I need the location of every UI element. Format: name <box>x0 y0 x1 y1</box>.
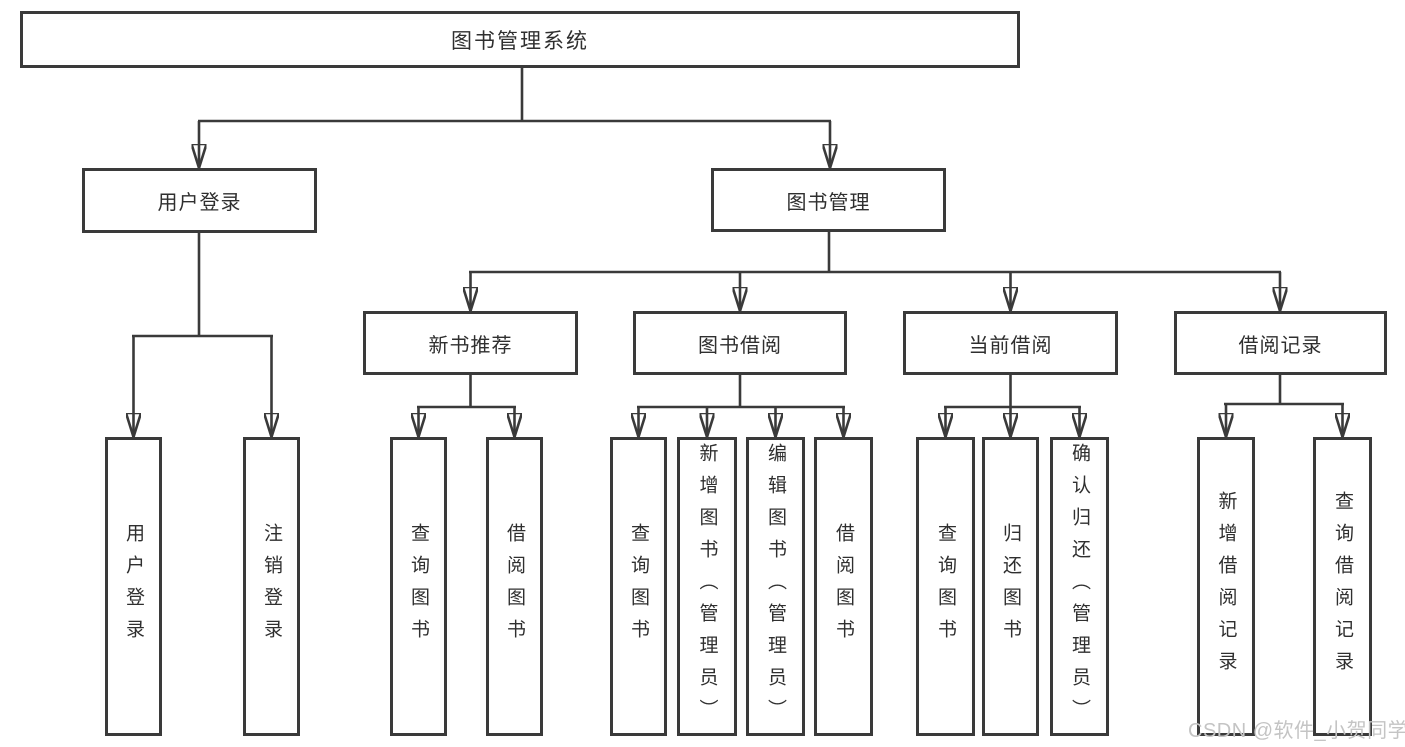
csdn-watermark: CSDN @软件_小贺同学 <box>1188 720 1405 742</box>
leaf-return-books: 归还图书 <box>982 437 1039 736</box>
node-label: 查询图书 <box>935 522 956 651</box>
node-label: 图书管理系统 <box>451 29 589 53</box>
node-label: 编辑图书（管理员） <box>765 442 786 731</box>
node-library-management-system: 图书管理系统 <box>20 11 1020 68</box>
node-label: 查询图书 <box>628 522 649 651</box>
connector-book-borrow-children <box>637 375 845 437</box>
node-book-borrowing: 图书借阅 <box>633 311 847 375</box>
leaf-borrow-books-1: 借阅图书 <box>486 437 543 736</box>
node-label: 当前借阅 <box>968 334 1053 357</box>
leaf-confirm-return-admin: 确认归还（管理员） <box>1050 437 1109 736</box>
connector-root-to-level2 <box>198 68 831 168</box>
connector-new-book-children <box>417 375 516 437</box>
node-label: 借阅图书 <box>504 522 525 651</box>
node-label: 借阅图书 <box>833 522 854 651</box>
node-label: 用户登录 <box>157 192 242 214</box>
node-label: 注销登录 <box>261 522 282 651</box>
leaf-edit-book-admin: 编辑图书（管理员） <box>746 437 805 736</box>
node-label: 查询图书 <box>408 522 429 651</box>
leaf-add-borrow-record: 新增借阅记录 <box>1197 437 1255 736</box>
connector-user-login-children <box>132 233 273 437</box>
connector-borrow-records-children <box>1224 375 1344 437</box>
leaf-add-book-admin: 新增图书（管理员） <box>677 437 737 736</box>
node-label: 新书推荐 <box>428 334 513 357</box>
node-label: 新增图书（管理员） <box>696 442 718 731</box>
node-label: 归还图书 <box>1000 522 1021 651</box>
leaf-query-books-2: 查询图书 <box>610 437 667 736</box>
leaf-borrow-books-2: 借阅图书 <box>814 437 873 736</box>
node-label: 图书管理 <box>786 191 871 214</box>
node-new-book-recommendation: 新书推荐 <box>363 311 578 375</box>
leaf-logout: 注销登录 <box>243 437 300 736</box>
node-user-login: 用户登录 <box>82 168 317 233</box>
node-book-management: 图书管理 <box>711 168 946 232</box>
node-label: 查询借阅记录 <box>1332 490 1353 683</box>
leaf-query-books-1: 查询图书 <box>390 437 447 736</box>
node-label: 确认归还（管理员） <box>1069 442 1090 731</box>
leaf-query-books-3: 查询图书 <box>916 437 975 736</box>
leaf-user-login: 用户登录 <box>105 437 162 736</box>
node-current-borrowing: 当前借阅 <box>903 311 1118 375</box>
node-label: 图书借阅 <box>698 334 782 357</box>
connector-current-borrow-children <box>944 375 1081 437</box>
node-label: 新增借阅记录 <box>1215 490 1237 683</box>
leaf-query-borrow-record: 查询借阅记录 <box>1313 437 1372 736</box>
node-label: 借阅记录 <box>1238 334 1323 357</box>
connector-book-management-children <box>469 232 1281 311</box>
node-borrowing-records: 借阅记录 <box>1174 311 1387 375</box>
node-label: 用户登录 <box>123 522 144 651</box>
